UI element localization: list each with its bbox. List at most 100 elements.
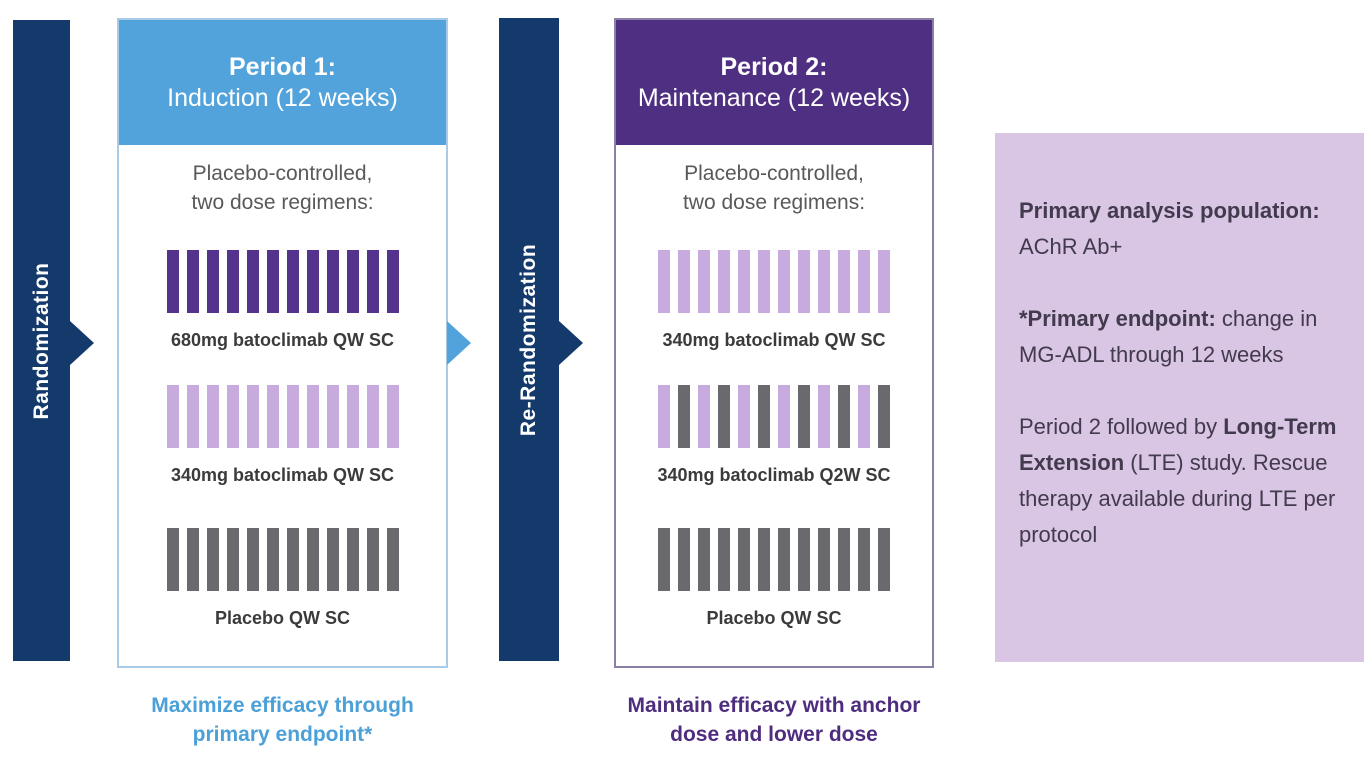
period2-caption-line2: dose and lower dose — [670, 723, 878, 746]
dose-tick — [386, 385, 399, 448]
dose-tick — [346, 250, 359, 313]
dose-tick — [286, 250, 299, 313]
period2-regimen-note: Placebo-controlled, two dose regimens: — [616, 159, 932, 217]
dose-tick — [386, 528, 399, 591]
dose-tick — [166, 250, 179, 313]
dose-tick — [678, 528, 690, 591]
dose-tick — [798, 250, 810, 313]
dose-tick — [778, 528, 790, 591]
dose-tick — [346, 528, 359, 591]
dose-tick — [346, 385, 359, 448]
dose-tick — [658, 385, 670, 448]
dose-tick — [738, 250, 750, 313]
dose-ticks — [119, 528, 446, 591]
period1-title: Period 1: — [229, 52, 336, 81]
dose-tick — [226, 250, 239, 313]
info-panel: Primary analysis population: AChR Ab+ *P… — [995, 133, 1364, 662]
arm-340mg-q2w: 340mg batoclimab Q2W SC — [616, 385, 932, 486]
arm-placebo-qw: Placebo QW SC — [119, 528, 446, 629]
dose-tick — [306, 250, 319, 313]
arm-label: 680mg batoclimab QW SC — [170, 330, 395, 350]
arm-label: 340mg batoclimab QW SC — [662, 330, 886, 350]
dose-tick — [266, 528, 279, 591]
period1-box: Period 1: Induction (12 weeks) Placebo-c… — [117, 18, 448, 668]
dose-tick — [858, 385, 870, 448]
period1-caption-line2: primary endpoint* — [192, 723, 373, 746]
dose-tick — [758, 250, 770, 313]
primary-analysis-paragraph: Primary analysis population: AChR Ab+ — [1019, 193, 1338, 265]
arm-label: Placebo QW SC — [214, 608, 351, 628]
randomization-label: Randomization — [29, 262, 53, 419]
dose-tick — [858, 250, 870, 313]
dose-tick — [226, 528, 239, 591]
dose-tick — [878, 528, 890, 591]
dose-ticks — [616, 385, 932, 448]
period2-header: Period 2: Maintenance (12 weeks) — [616, 20, 932, 145]
dose-tick — [386, 250, 399, 313]
primary-endpoint-paragraph: *Primary endpoint: change in MG-ADL thro… — [1019, 301, 1338, 373]
dose-tick — [738, 385, 750, 448]
arm-680mg-qw: 680mg batoclimab QW SC — [119, 250, 446, 351]
dose-tick — [778, 250, 790, 313]
dose-tick — [246, 385, 259, 448]
dose-ticks — [616, 250, 932, 313]
dose-tick — [226, 385, 239, 448]
dose-tick — [206, 528, 219, 591]
dose-tick — [326, 528, 339, 591]
dose-tick — [246, 528, 259, 591]
dose-tick — [718, 250, 730, 313]
regimen-note-line1: Placebo-controlled, — [684, 162, 864, 185]
dose-tick — [266, 385, 279, 448]
lte-paragraph: Period 2 followed by Long-Term Extension… — [1019, 409, 1338, 553]
regimen-note-line2: two dose regimens: — [191, 191, 374, 214]
dose-tick — [678, 250, 690, 313]
period2-title: Period 2: — [720, 52, 828, 81]
dose-tick — [758, 385, 770, 448]
dose-ticks — [119, 250, 446, 313]
dose-tick — [306, 528, 319, 591]
period1-regimen-note: Placebo-controlled, two dose regimens: — [119, 159, 446, 217]
dose-tick — [326, 385, 339, 448]
dose-tick — [798, 385, 810, 448]
period1-caption-line1: Maximize efficacy through — [151, 694, 414, 717]
dose-tick — [818, 528, 830, 591]
dose-ticks — [616, 528, 932, 591]
dose-tick — [246, 250, 259, 313]
lte-label: Long-Term Extension — [1019, 414, 1337, 475]
dose-tick — [306, 385, 319, 448]
arm-340mg-qw: 340mg batoclimab QW SC — [119, 385, 446, 486]
arm-placebo-qw: Placebo QW SC — [616, 528, 932, 629]
period1-subtitle: Induction (12 weeks) — [167, 83, 398, 112]
period1-body: Placebo-controlled, two dose regimens: 6… — [119, 145, 446, 666]
dose-tick — [678, 385, 690, 448]
dose-tick — [718, 385, 730, 448]
arm-340mg-qw: 340mg batoclimab QW SC — [616, 250, 932, 351]
period-transition-arrow-icon — [447, 321, 471, 365]
dose-tick — [366, 528, 379, 591]
rerandomization-arrow-icon — [559, 321, 583, 365]
dose-tick — [718, 528, 730, 591]
dose-tick — [698, 385, 710, 448]
dose-tick — [698, 250, 710, 313]
dose-tick — [658, 250, 670, 313]
dose-tick — [818, 385, 830, 448]
arm-label: 340mg batoclimab QW SC — [170, 465, 395, 485]
dose-tick — [738, 528, 750, 591]
period2-body: Placebo-controlled, two dose regimens: 3… — [616, 145, 932, 666]
dose-tick — [366, 385, 379, 448]
dose-tick — [838, 250, 850, 313]
period2-caption: Maintain efficacy with anchor dose and l… — [614, 691, 934, 749]
period1-header: Period 1: Induction (12 weeks) — [119, 20, 446, 145]
dose-tick — [878, 250, 890, 313]
dose-tick — [286, 385, 299, 448]
lte-text-1: Period 2 followed by — [1019, 414, 1224, 439]
dose-tick — [778, 385, 790, 448]
primary-endpoint-label: *Primary endpoint: — [1019, 306, 1216, 331]
randomization-arrow-icon — [70, 321, 94, 365]
dose-tick — [698, 528, 710, 591]
dose-tick — [366, 250, 379, 313]
rerandomization-bar: Re-Randomization — [499, 18, 559, 661]
primary-analysis-label: Primary analysis population: — [1019, 198, 1320, 223]
primary-endpoint-value: change in MG-ADL through 12 weeks — [1019, 306, 1318, 367]
dose-tick — [838, 528, 850, 591]
